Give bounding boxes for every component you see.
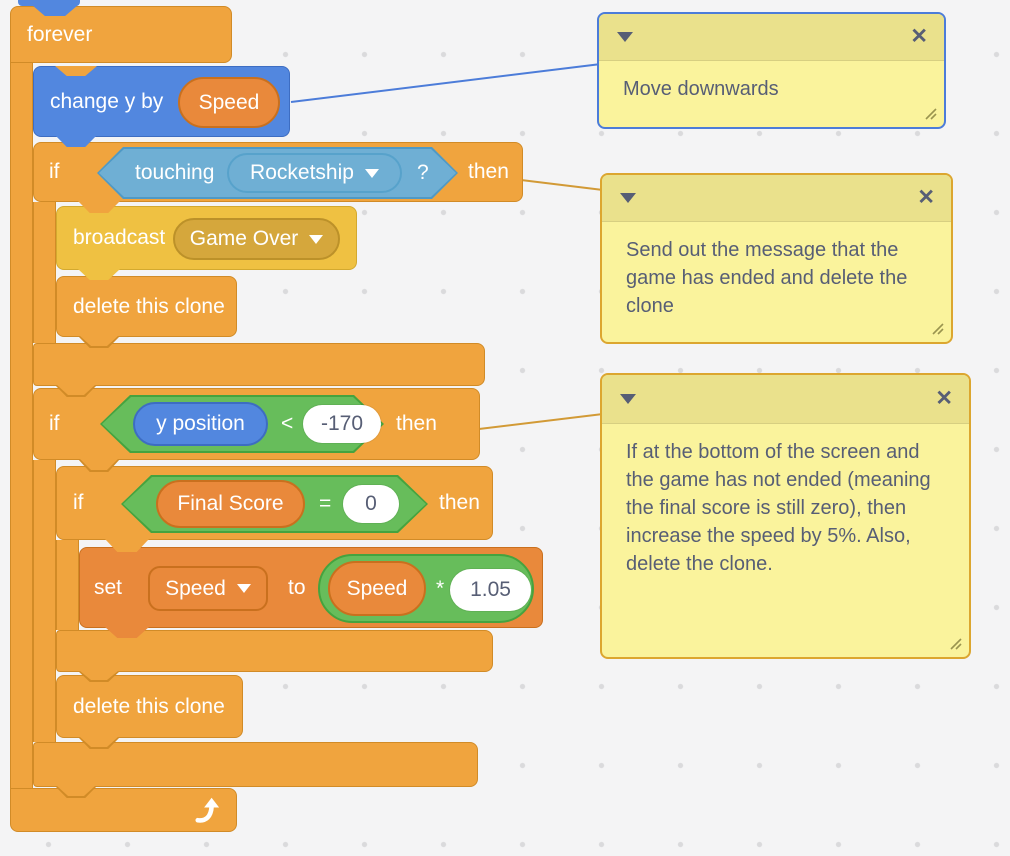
comment-text[interactable]: Move downwards xyxy=(623,78,779,100)
forever-block-bottom-cap[interactable] xyxy=(10,788,237,832)
number-input-oval[interactable]: -170 xyxy=(303,405,381,443)
then-label: then xyxy=(396,412,437,435)
resize-handle-icon[interactable] xyxy=(923,106,939,122)
block-notch-tab xyxy=(78,336,120,348)
comment-header xyxy=(602,375,969,424)
equals-condition-hexagon[interactable]: Final Score = 0 xyxy=(121,475,428,533)
collapse-arrow-icon[interactable] xyxy=(620,394,636,404)
number-input-value: 1.05 xyxy=(470,578,511,601)
number-input-value: -170 xyxy=(320,412,364,435)
delete-clone-label: delete this clone xyxy=(73,294,225,318)
block-notch-tab xyxy=(32,5,78,16)
number-input-oval[interactable]: 0 xyxy=(343,485,399,523)
if-label: if xyxy=(49,160,60,183)
collapse-arrow-icon[interactable] xyxy=(620,193,636,203)
if-yposition-left-arm[interactable] xyxy=(33,460,56,742)
comment-move-downwards[interactable]: Move downwards xyxy=(597,12,946,129)
final-score-label: Final Score xyxy=(177,492,284,515)
touching-condition-hexagon[interactable]: touching Rocketship ? xyxy=(97,147,458,199)
multiply-operator: * xyxy=(436,576,445,600)
block-notch-tab xyxy=(78,671,120,682)
if-touching-left-arm[interactable] xyxy=(33,202,56,343)
if-yposition-bottom-arm[interactable] xyxy=(33,742,478,787)
dropdown-arrow-icon xyxy=(236,584,251,593)
broadcast-block[interactable]: broadcast Game Over xyxy=(56,206,357,270)
less-than-condition-hexagon[interactable]: y position < -170 xyxy=(100,395,384,453)
comment-header xyxy=(602,175,951,222)
speed-variable-label: Speed xyxy=(346,576,408,600)
block-notch-tab xyxy=(105,539,149,552)
close-icon[interactable] xyxy=(910,26,928,47)
if-touching-bottom-arm[interactable] xyxy=(33,343,485,386)
block-notch-tab xyxy=(105,627,149,638)
block-notch-tab xyxy=(78,269,120,280)
comment-text[interactable]: If at the bottom of the screen and the g… xyxy=(626,441,931,575)
cutoff-block-above[interactable] xyxy=(18,0,80,6)
resize-handle-icon[interactable] xyxy=(930,321,946,337)
change-y-block[interactable]: change y by Speed xyxy=(33,66,290,137)
if-yposition-block-header[interactable]: if y position < -170 then xyxy=(33,388,480,460)
rocketship-dropdown-label: Rocketship xyxy=(250,161,354,184)
block-notch-tab xyxy=(55,385,97,397)
block-notch-tab xyxy=(55,66,97,76)
if-label: if xyxy=(73,491,84,514)
collapse-arrow-icon[interactable] xyxy=(617,32,633,42)
to-label: to xyxy=(288,575,306,599)
comment-game-over[interactable]: Send out the message that the game has e… xyxy=(600,173,953,344)
block-notch-tab xyxy=(78,737,120,749)
y-position-reporter-oval[interactable]: y position xyxy=(133,402,268,446)
speed-variable-oval[interactable]: Speed xyxy=(328,561,426,616)
question-mark-label: ? xyxy=(417,161,429,184)
comment-text[interactable]: Send out the message that the game has e… xyxy=(626,239,908,317)
if-finalscore-left-arm[interactable] xyxy=(56,540,79,630)
dropdown-arrow-icon xyxy=(364,168,379,178)
if-touching-block-header[interactable]: if touching Rocketship ? then xyxy=(33,142,523,202)
forever-label: forever xyxy=(27,22,93,46)
comment-header xyxy=(599,14,944,61)
broadcast-label: broadcast xyxy=(73,226,166,249)
touching-label: touching xyxy=(135,161,215,184)
if-finalscore-block-header[interactable]: if Final Score = 0 then xyxy=(56,466,493,540)
rocketship-dropdown[interactable]: Rocketship xyxy=(227,153,402,193)
set-speed-block[interactable]: set Speed to Speed * 1.05 xyxy=(79,547,543,628)
block-notch-tab xyxy=(78,459,120,472)
resize-handle-icon[interactable] xyxy=(948,636,964,652)
dropdown-arrow-icon xyxy=(309,234,324,244)
block-notch-tab xyxy=(55,786,97,798)
change-y-label: change y by xyxy=(50,89,164,113)
equals-operator: = xyxy=(319,492,332,515)
close-icon[interactable] xyxy=(917,187,935,208)
delete-clone-label: delete this clone xyxy=(73,694,225,718)
speed-variable-label: Speed xyxy=(198,90,260,114)
multiply-operator-oval[interactable]: Speed * 1.05 xyxy=(318,554,534,623)
y-position-label: y position xyxy=(156,412,245,435)
number-input-value: 0 xyxy=(365,492,377,515)
forever-block-left-arm[interactable] xyxy=(10,63,33,788)
block-notch-tab xyxy=(78,201,120,213)
loop-arrow-icon xyxy=(195,797,220,823)
final-score-variable-oval[interactable]: Final Score xyxy=(156,480,305,528)
comment-speed-increase[interactable]: If at the bottom of the screen and the g… xyxy=(600,373,971,659)
less-than-operator: < xyxy=(281,412,294,435)
broadcast-message-dropdown[interactable]: Game Over xyxy=(173,218,340,260)
block-notch-tab xyxy=(55,135,97,147)
speed-variable-oval[interactable]: Speed xyxy=(178,77,280,128)
broadcast-message-label: Game Over xyxy=(189,227,299,250)
number-input-oval[interactable]: 1.05 xyxy=(450,569,531,611)
then-label: then xyxy=(468,160,509,183)
close-icon[interactable] xyxy=(935,388,953,409)
speed-dropdown-label: Speed xyxy=(165,576,226,600)
if-label: if xyxy=(49,412,60,435)
delete-clone-block-1[interactable]: delete this clone xyxy=(56,276,237,337)
delete-clone-block-2[interactable]: delete this clone xyxy=(56,675,243,738)
then-label: then xyxy=(439,491,480,514)
set-label: set xyxy=(94,575,123,599)
speed-variable-dropdown[interactable]: Speed xyxy=(148,566,268,611)
